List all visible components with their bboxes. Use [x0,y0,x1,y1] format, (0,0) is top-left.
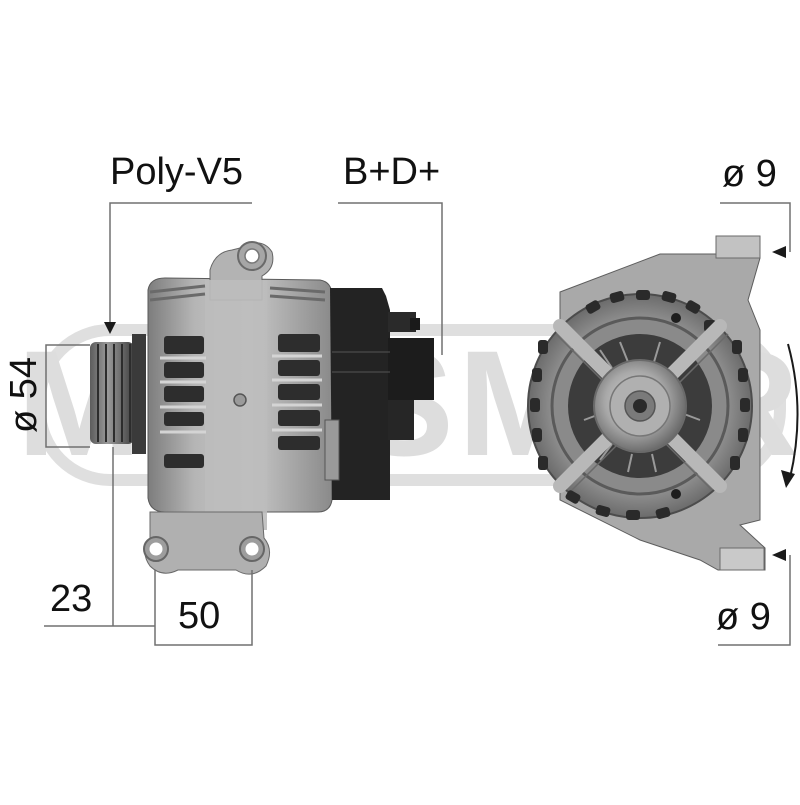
poly-v-pulley [90,334,146,454]
mount-spacing-label: 50 [178,595,221,637]
bottom-mount-hole-label: ø 9 [716,596,771,638]
rear-vent-ring [530,290,750,520]
alternator-rear-view [527,235,766,571]
dimension-lines [44,202,791,646]
belt-type-label: Poly-V5 [110,151,244,193]
bottom-mount-lug [719,547,765,571]
regulator-connector [324,288,434,500]
pulley-offset-label: 23 [50,578,93,620]
alternator-side-view [90,241,434,575]
rotation-arrow [781,343,799,488]
arrowheads [104,246,786,561]
terminals-label: B+D+ [343,151,441,193]
vent-slots-right [278,334,320,450]
pulley-diameter-label: ø 54 [3,356,45,433]
top-mount-lug [715,235,761,259]
vent-slots-left [164,336,204,468]
top-mount-hole-label: ø 9 [722,153,777,195]
